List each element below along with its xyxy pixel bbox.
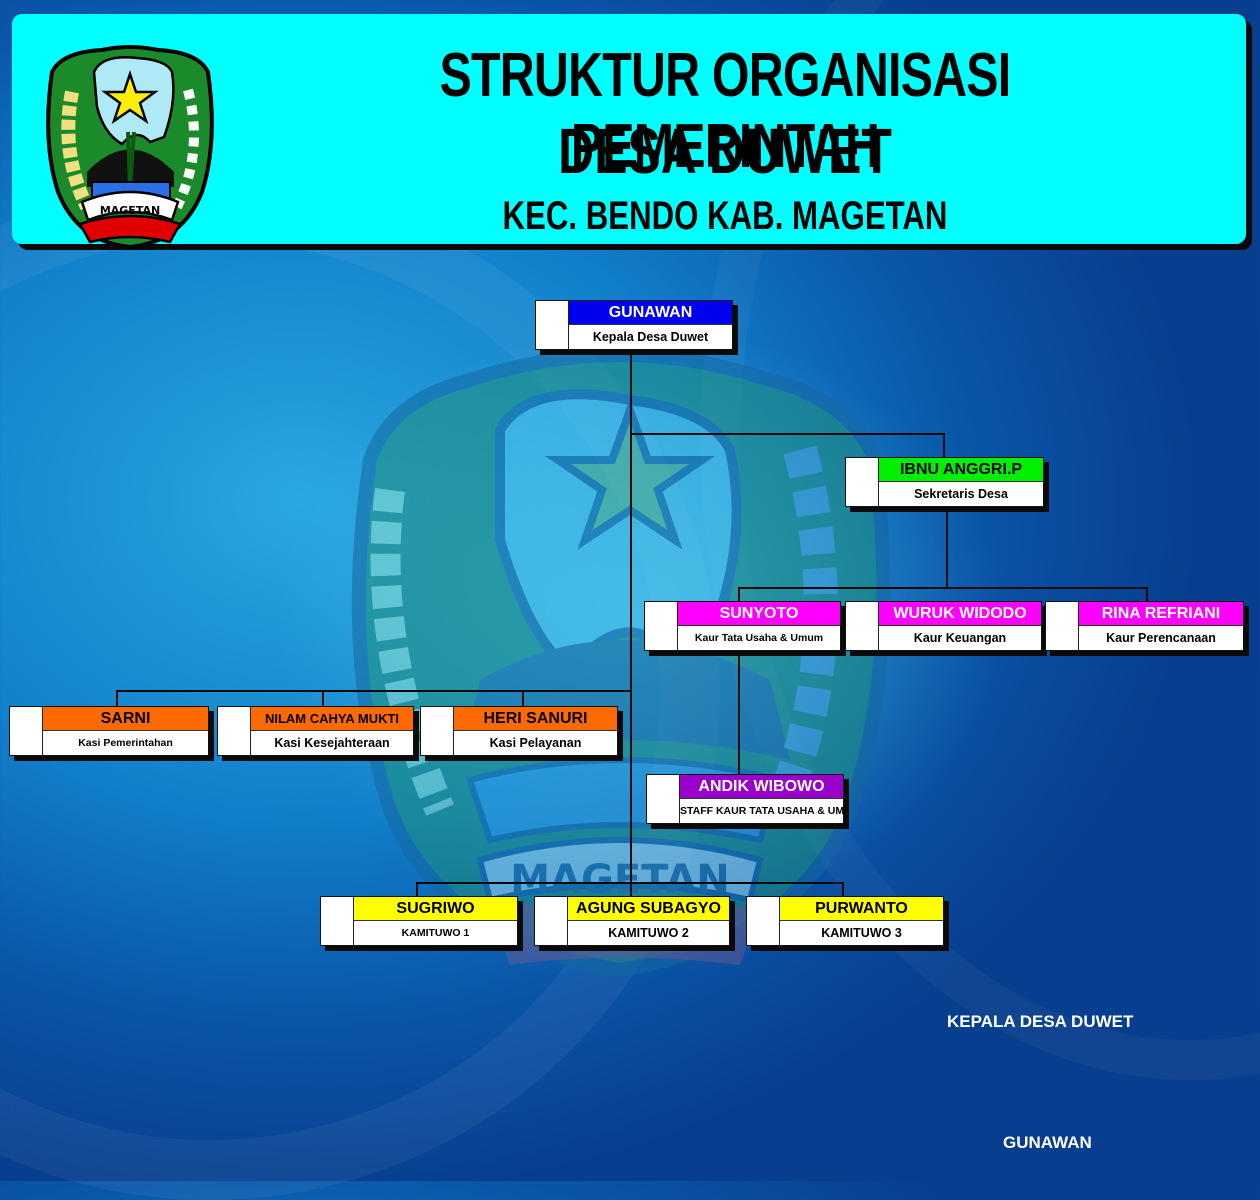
- org-node-staff: ANDIK WIBOWO STAFF KAUR TATA USAHA & UMU…: [646, 774, 844, 824]
- org-node-kepala-desa: GUNAWAN Kepala Desa Duwet: [535, 300, 733, 350]
- member-role: KAMITUWO 2: [608, 926, 689, 940]
- member-name: GUNAWAN: [569, 301, 732, 325]
- connector-line: [522, 690, 524, 706]
- photo-placeholder: [747, 897, 780, 945]
- org-node-kamituwo: SUGRIWO KAMITUWO 1: [320, 896, 518, 946]
- org-node-kaur: RINA REFRIANI Kaur Perencanaan: [1045, 601, 1244, 651]
- connector-line: [1146, 587, 1148, 601]
- org-node-kaur: WURUK WIDODO Kaur Keuangan: [845, 601, 1042, 651]
- member-role: Kaur Keuangan: [913, 631, 1007, 645]
- member-role: Kasi Pemerintahan: [78, 737, 173, 749]
- member-name: AGUNG SUBAGYO: [568, 897, 729, 921]
- member-role: Kasi Kesejahteraan: [274, 736, 390, 750]
- member-role: STAFF KAUR TATA USAHA & UMUM: [680, 805, 843, 817]
- photo-placeholder: [846, 458, 879, 506]
- connector-line: [738, 587, 1148, 589]
- photo-placeholder: [535, 897, 568, 945]
- connector-line: [416, 882, 418, 896]
- org-node-sekretaris: IBNU ANGGRI.P Sekretaris Desa: [845, 457, 1044, 507]
- photo-placeholder: [321, 897, 354, 945]
- org-node-kamituwo: AGUNG SUBAGYO KAMITUWO 2: [534, 896, 730, 946]
- connector-line: [943, 433, 945, 457]
- header-banner: MAGETAN STRUKTUR ORGANISASI PEMERINTAH D…: [12, 14, 1246, 250]
- connector-line: [116, 690, 632, 692]
- member-role: Sekretaris Desa: [914, 487, 1008, 501]
- member-name: SUNYOTO: [678, 602, 840, 626]
- signature-title: KEPALA DESA DUWET: [947, 1012, 1134, 1031]
- connector-line: [946, 505, 948, 588]
- connector-line: [630, 348, 632, 896]
- member-name: SUGRIWO: [354, 897, 517, 921]
- photo-placeholder: [647, 775, 680, 823]
- page-subtitle: KEC. BENDO KAB. MAGETAN: [502, 194, 948, 238]
- member-name: ANDIK WIBOWO: [680, 775, 843, 799]
- member-name: SARNI: [43, 707, 208, 731]
- signature-name: GUNAWAN: [1003, 1133, 1092, 1152]
- member-name: IBNU ANGGRI.P: [879, 458, 1043, 482]
- connector-line: [322, 690, 324, 706]
- photo-placeholder: [1046, 602, 1079, 650]
- connector-line: [416, 882, 844, 884]
- member-role: Kasi Pelayanan: [489, 736, 582, 750]
- connector-line: [842, 882, 844, 896]
- member-role: Kaur Perencanaan: [1106, 631, 1216, 645]
- org-node-kasi: HERI SANURI Kasi Pelayanan: [420, 706, 618, 756]
- page-title-line2: DESA DUWET: [558, 115, 892, 187]
- member-name: HERI SANURI: [454, 707, 617, 731]
- connector-line: [738, 587, 740, 601]
- connector-line: [116, 690, 118, 706]
- photo-placeholder: [10, 707, 43, 755]
- photo-placeholder: [645, 602, 678, 650]
- member-name: WURUK WIDODO: [879, 602, 1041, 626]
- member-name: PURWANTO: [780, 897, 943, 921]
- org-node-kasi: NILAM CAHYA MUKTI Kasi Kesejahteraan: [217, 706, 414, 756]
- page-title-line1: STRUKTUR ORGANISASI PEMERINTAH: [439, 41, 1012, 181]
- member-name: NILAM CAHYA MUKTI: [251, 707, 413, 731]
- member-role: Kaur Tata Usaha & Umum: [694, 632, 824, 644]
- org-node-kaur: SUNYOTO Kaur Tata Usaha & Umum: [644, 601, 841, 651]
- org-node-kamituwo: PURWANTO KAMITUWO 3: [746, 896, 944, 946]
- connector-line: [738, 650, 740, 774]
- org-node-kasi: SARNI Kasi Pemerintahan: [9, 706, 209, 756]
- member-role: KAMITUWO 3: [821, 926, 902, 940]
- photo-placeholder: [536, 301, 569, 349]
- photo-placeholder: [218, 707, 251, 755]
- connector-line: [630, 433, 944, 435]
- svg-text:MAGETAN: MAGETAN: [100, 204, 160, 217]
- member-name: RINA REFRIANI: [1079, 602, 1243, 626]
- member-role: Kepala Desa Duwet: [592, 330, 709, 344]
- magetan-emblem-logo-icon: MAGETAN: [46, 45, 214, 250]
- photo-placeholder: [421, 707, 454, 755]
- member-role: KAMITUWO 1: [401, 927, 470, 939]
- photo-placeholder: [846, 602, 879, 650]
